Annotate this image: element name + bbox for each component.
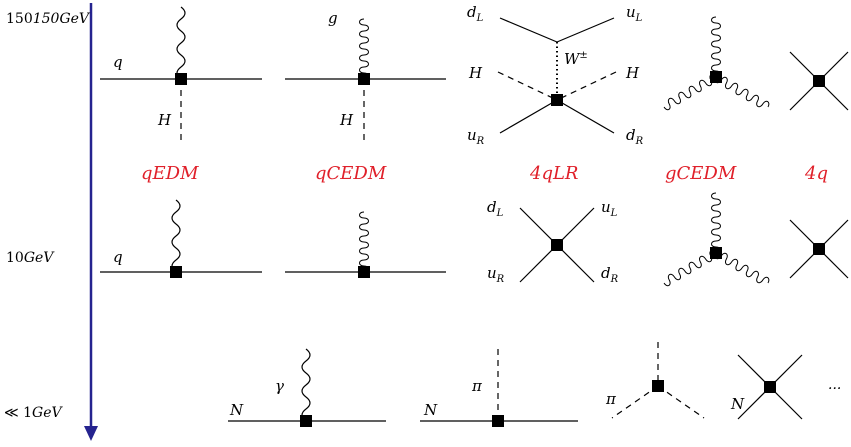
four-nucleon-diagram: N [730,354,803,420]
qedm-lowscale-diagram: q [100,199,262,278]
label-n: N [423,401,438,419]
label-ul: uL [626,3,643,24]
label-dl: dL [487,198,504,219]
label-h-right: H [625,64,640,82]
qedm-diagram: q H [100,6,262,145]
label-pi: π [471,377,483,395]
fourqlr-diagram: dL uL H H W± uR dR [467,3,644,147]
label-gamma: γ [275,377,284,395]
label-h: H [157,111,172,129]
operator-label-qedm: qEDM [141,163,199,184]
fourq-lowscale-diagram [789,219,849,279]
operator-label-4qlr: 4qLR [529,163,578,184]
gcedm-lowscale-diagram [663,192,770,287]
label-ul: uL [601,198,618,219]
fourq-diagram [789,51,849,111]
nucleon-edm-diagram: N γ [228,348,386,427]
ellipsis: ··· [828,381,841,397]
pion-nucleon-diagram: N π [420,349,578,427]
label-g: g [328,9,338,27]
label-h: H [339,111,354,129]
label-q: q [113,53,123,71]
operator-label-qcedm: qCEDM [315,163,387,184]
label-ur: uR [467,126,485,147]
scale-label-10gev: 10GeV [6,250,55,266]
qcedm-diagram: g H [285,9,446,145]
scale-label-150gev: 150150GeV [6,11,91,27]
label-n: N [730,395,745,413]
label-dr: dR [601,264,619,285]
label-n: N [229,401,244,419]
scale-label-1gev: ≪ 1GeV [4,405,63,421]
three-pion-diagram: π [605,342,705,419]
energy-axis-arrowhead [84,426,98,441]
label-q: q [113,248,123,266]
operator-label-gcedm: gCEDM [665,163,737,184]
label-ur: uR [487,264,505,285]
label-h-left: H [468,64,483,82]
operator-label-4q: 4q [804,163,828,184]
qcedm-lowscale-diagram [285,211,446,278]
label-pi: π [605,390,617,408]
label-w: W± [564,50,588,68]
gcedm-diagram [663,16,770,111]
label-dl: dL [467,3,484,24]
label-dr: dR [626,126,644,147]
fourqlr-lowscale-diagram: dL uL uR dR [487,198,619,285]
